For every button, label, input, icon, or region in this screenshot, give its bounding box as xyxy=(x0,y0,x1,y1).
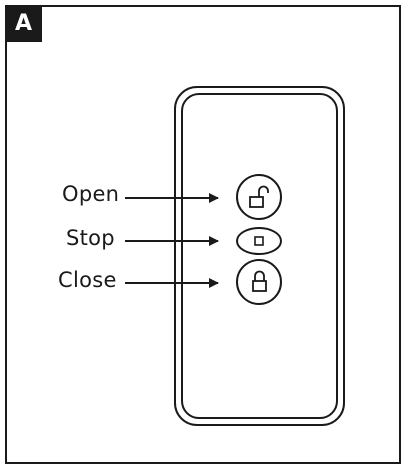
close-button[interactable] xyxy=(236,259,282,305)
remote-body xyxy=(174,86,345,426)
close-label: Close xyxy=(58,268,117,292)
open-label: Open xyxy=(62,182,120,206)
figure-frame xyxy=(5,5,401,464)
stop-button[interactable] xyxy=(236,227,282,255)
open-button[interactable] xyxy=(236,174,282,220)
panel-tag: A xyxy=(5,5,42,42)
unlocked-padlock-icon xyxy=(249,185,269,208)
locked-padlock-icon xyxy=(252,270,267,292)
square-stop-icon xyxy=(254,236,264,246)
stop-label: Stop xyxy=(66,226,115,250)
